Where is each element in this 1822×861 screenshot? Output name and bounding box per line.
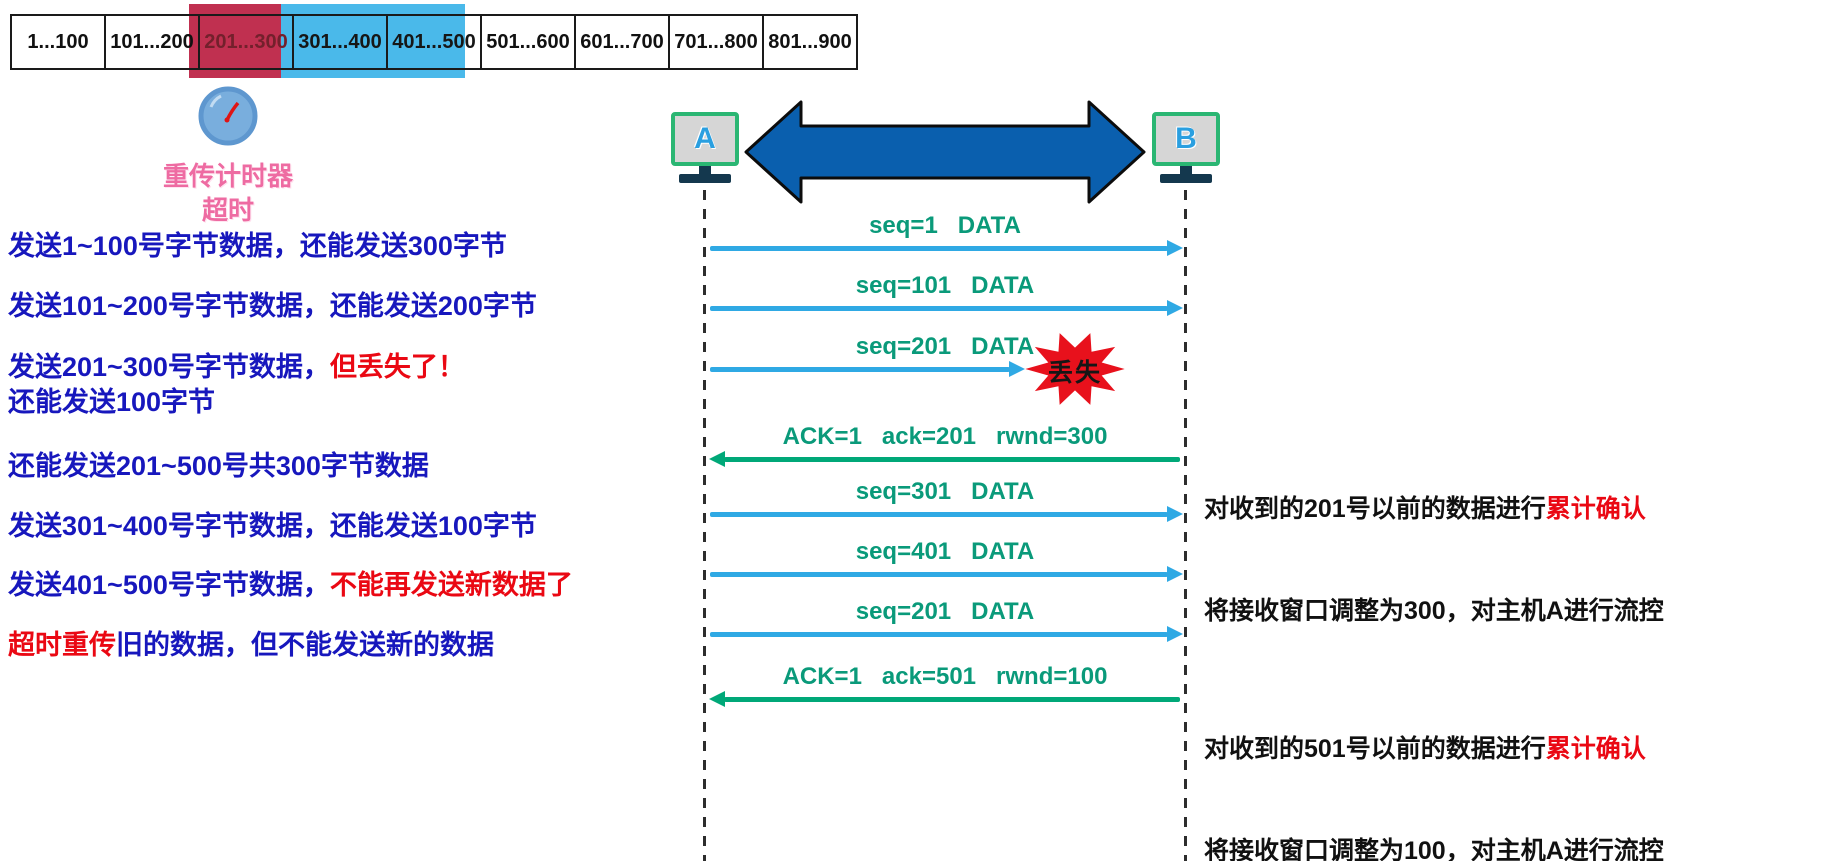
note-text-emphasis: 超时重传 (8, 630, 116, 660)
ack-arrow (709, 691, 1180, 707)
byte-range-table: 1...100 101...200 201...300 301...400 40… (10, 14, 858, 70)
message-label: seq=301 DATA (855, 478, 1035, 505)
arrowhead-right-icon (1009, 361, 1025, 377)
note-text-emphasis: 不能再发送新数据了 (329, 570, 573, 600)
banner-line-1: 已建立TCP连接 (864, 180, 1026, 206)
banner-text: 已建立TCP连接 A给B发送数据，B对A流量控制 (743, 96, 1147, 290)
message-label: ACK=1 ack=201 rwnd=300 (782, 423, 1108, 450)
annotation-line: 对收到的501号以前的数据进行累计确认 (1204, 732, 1664, 766)
note-text: 发送1~100号字节数据，还能发送300字节 (8, 231, 507, 261)
receiver-annotation-1: 对收到的201号以前的数据进行累计确认 将接收窗口调整为300，对主机A进行流控 (1204, 424, 1664, 696)
tcp-connection-banner: 已建立TCP连接 A给B发送数据，B对A流量控制 (743, 96, 1147, 290)
message-label: seq=1 DATA (869, 212, 1021, 239)
note-text: 还能发送100字节 (8, 387, 216, 417)
banner-line-2: A给B发送数据，B对A流量控制 (785, 264, 1105, 290)
note-line-3: 发送201~300号字节数据，但丢失了！ (8, 345, 465, 384)
data-arrow (710, 626, 1183, 642)
annotation-line: 将接收窗口调整为100，对主机A进行流控 (1204, 834, 1664, 861)
host-a-label: A (694, 122, 716, 155)
note-line-5: 还能发送201~500号共300字节数据 (8, 444, 429, 483)
data-arrow (710, 300, 1183, 316)
monitor-stand (1180, 166, 1192, 174)
data-arrow (710, 361, 1025, 377)
arrowhead-right-icon (1167, 506, 1183, 522)
byte-range-cell: 101...200 (104, 14, 200, 70)
ack-arrow (709, 451, 1180, 467)
note-line-1: 发送1~100号字节数据，还能发送300字节 (8, 224, 507, 263)
timeout-label: 超时 (201, 195, 254, 225)
message-seq-301: seq=301 DATA (710, 478, 1183, 522)
monitor-base (679, 174, 731, 183)
annotation-text: 对收到的201号以前的数据进行 (1204, 495, 1546, 523)
host-b-monitor-icon: B (1152, 112, 1220, 166)
note-text: 旧的数据，但不能发送新的数据 (116, 630, 494, 660)
note-line-2: 发送101~200号字节数据，还能发送200字节 (8, 284, 537, 323)
note-line-7: 发送401~500号字节数据，不能再发送新数据了 (8, 563, 573, 602)
byte-range-cell: 501...600 (480, 14, 576, 70)
note-text: 发送201~300号字节数据， (8, 352, 330, 382)
annotation-line: 将接收窗口调整为300，对主机A进行流控 (1204, 594, 1664, 628)
byte-range-cell: 801...900 (762, 14, 858, 70)
clock-icon (198, 86, 258, 146)
message-label: seq=401 DATA (855, 538, 1035, 565)
note-line-6: 发送301~400号字节数据，还能发送100字节 (8, 504, 537, 543)
host-a: A (667, 112, 743, 183)
data-arrow (710, 566, 1183, 582)
send-window-highlight (281, 4, 465, 78)
lifeline-b (1184, 190, 1187, 861)
receiver-annotation-2: 对收到的501号以前的数据进行累计确认 将接收窗口调整为100，对主机A进行流控 (1204, 664, 1664, 861)
annotation-emphasis: 累计确认 (1545, 735, 1646, 763)
message-seq-201-retransmit: seq=201 DATA (710, 598, 1183, 642)
byte-range-cell: 601...700 (574, 14, 670, 70)
message-seq-1: seq=1 DATA (710, 212, 1183, 256)
note-text-emphasis: 但丢失了！ (329, 352, 465, 382)
message-label: seq=101 DATA (855, 272, 1035, 299)
arrowhead-right-icon (1167, 566, 1183, 582)
data-arrow (710, 506, 1183, 522)
packet-lost-burst: 丢失 (1020, 327, 1130, 415)
packet-lost-label: 丢失 (1047, 359, 1102, 387)
message-ack-201: ACK=1 ack=201 rwnd=300 (709, 423, 1180, 467)
byte-range-cell-lost: 201...300 (198, 14, 294, 70)
lost-segment-highlight (189, 4, 281, 78)
note-text: 还能发送201~500号共300字节数据 (8, 451, 429, 481)
host-b: B (1148, 112, 1224, 183)
annotation-emphasis: 累计确认 (1545, 495, 1646, 523)
arrowhead-right-icon (1167, 626, 1183, 642)
annotation-text: 将接收窗口调整为300，对主机A进行流控 (1204, 597, 1664, 625)
arrowhead-right-icon (1167, 300, 1183, 316)
note-line-4: 还能发送100字节 (8, 380, 215, 419)
starburst-icon (1025, 333, 1125, 405)
double-arrow-icon (744, 100, 1146, 204)
note-text: 发送401~500号字节数据， (8, 570, 330, 600)
message-seq-401: seq=401 DATA (710, 538, 1183, 582)
note-text: 发送301~400号字节数据，还能发送100字节 (8, 511, 537, 541)
byte-range-cell-window: 401...500 (386, 14, 482, 70)
retransmission-timer-label: 重传计时器 (162, 161, 293, 191)
byte-range-cell: 1...100 (10, 14, 106, 70)
message-label: ACK=1 ack=501 rwnd=100 (782, 663, 1108, 690)
data-arrow (710, 240, 1183, 256)
arrowhead-right-icon (1167, 240, 1183, 256)
monitor-stand (699, 166, 711, 174)
note-text: 发送101~200号字节数据，还能发送200字节 (8, 291, 537, 321)
annotation-text: 将接收窗口调整为100，对主机A进行流控 (1204, 837, 1664, 861)
message-label: seq=201 DATA (855, 333, 1035, 360)
message-seq-101: seq=101 DATA (710, 272, 1183, 316)
annotation-text: 对收到的501号以前的数据进行 (1204, 735, 1546, 763)
annotation-line: 对收到的201号以前的数据进行累计确认 (1204, 492, 1664, 526)
note-line-8: 超时重传旧的数据，但不能发送新的数据 (8, 623, 494, 662)
message-ack-501: ACK=1 ack=501 rwnd=100 (709, 663, 1180, 707)
message-seq-201-lost: seq=201 DATA 丢失 (710, 333, 1180, 405)
byte-range-cell: 701...800 (668, 14, 764, 70)
arrowhead-left-icon (709, 451, 725, 467)
host-a-monitor-icon: A (671, 112, 739, 166)
lifeline-a (703, 190, 706, 861)
arrowhead-left-icon (709, 691, 725, 707)
byte-range-cell-window: 301...400 (292, 14, 388, 70)
message-label: seq=201 DATA (855, 598, 1035, 625)
monitor-base (1160, 174, 1212, 183)
host-b-label: B (1175, 122, 1197, 155)
